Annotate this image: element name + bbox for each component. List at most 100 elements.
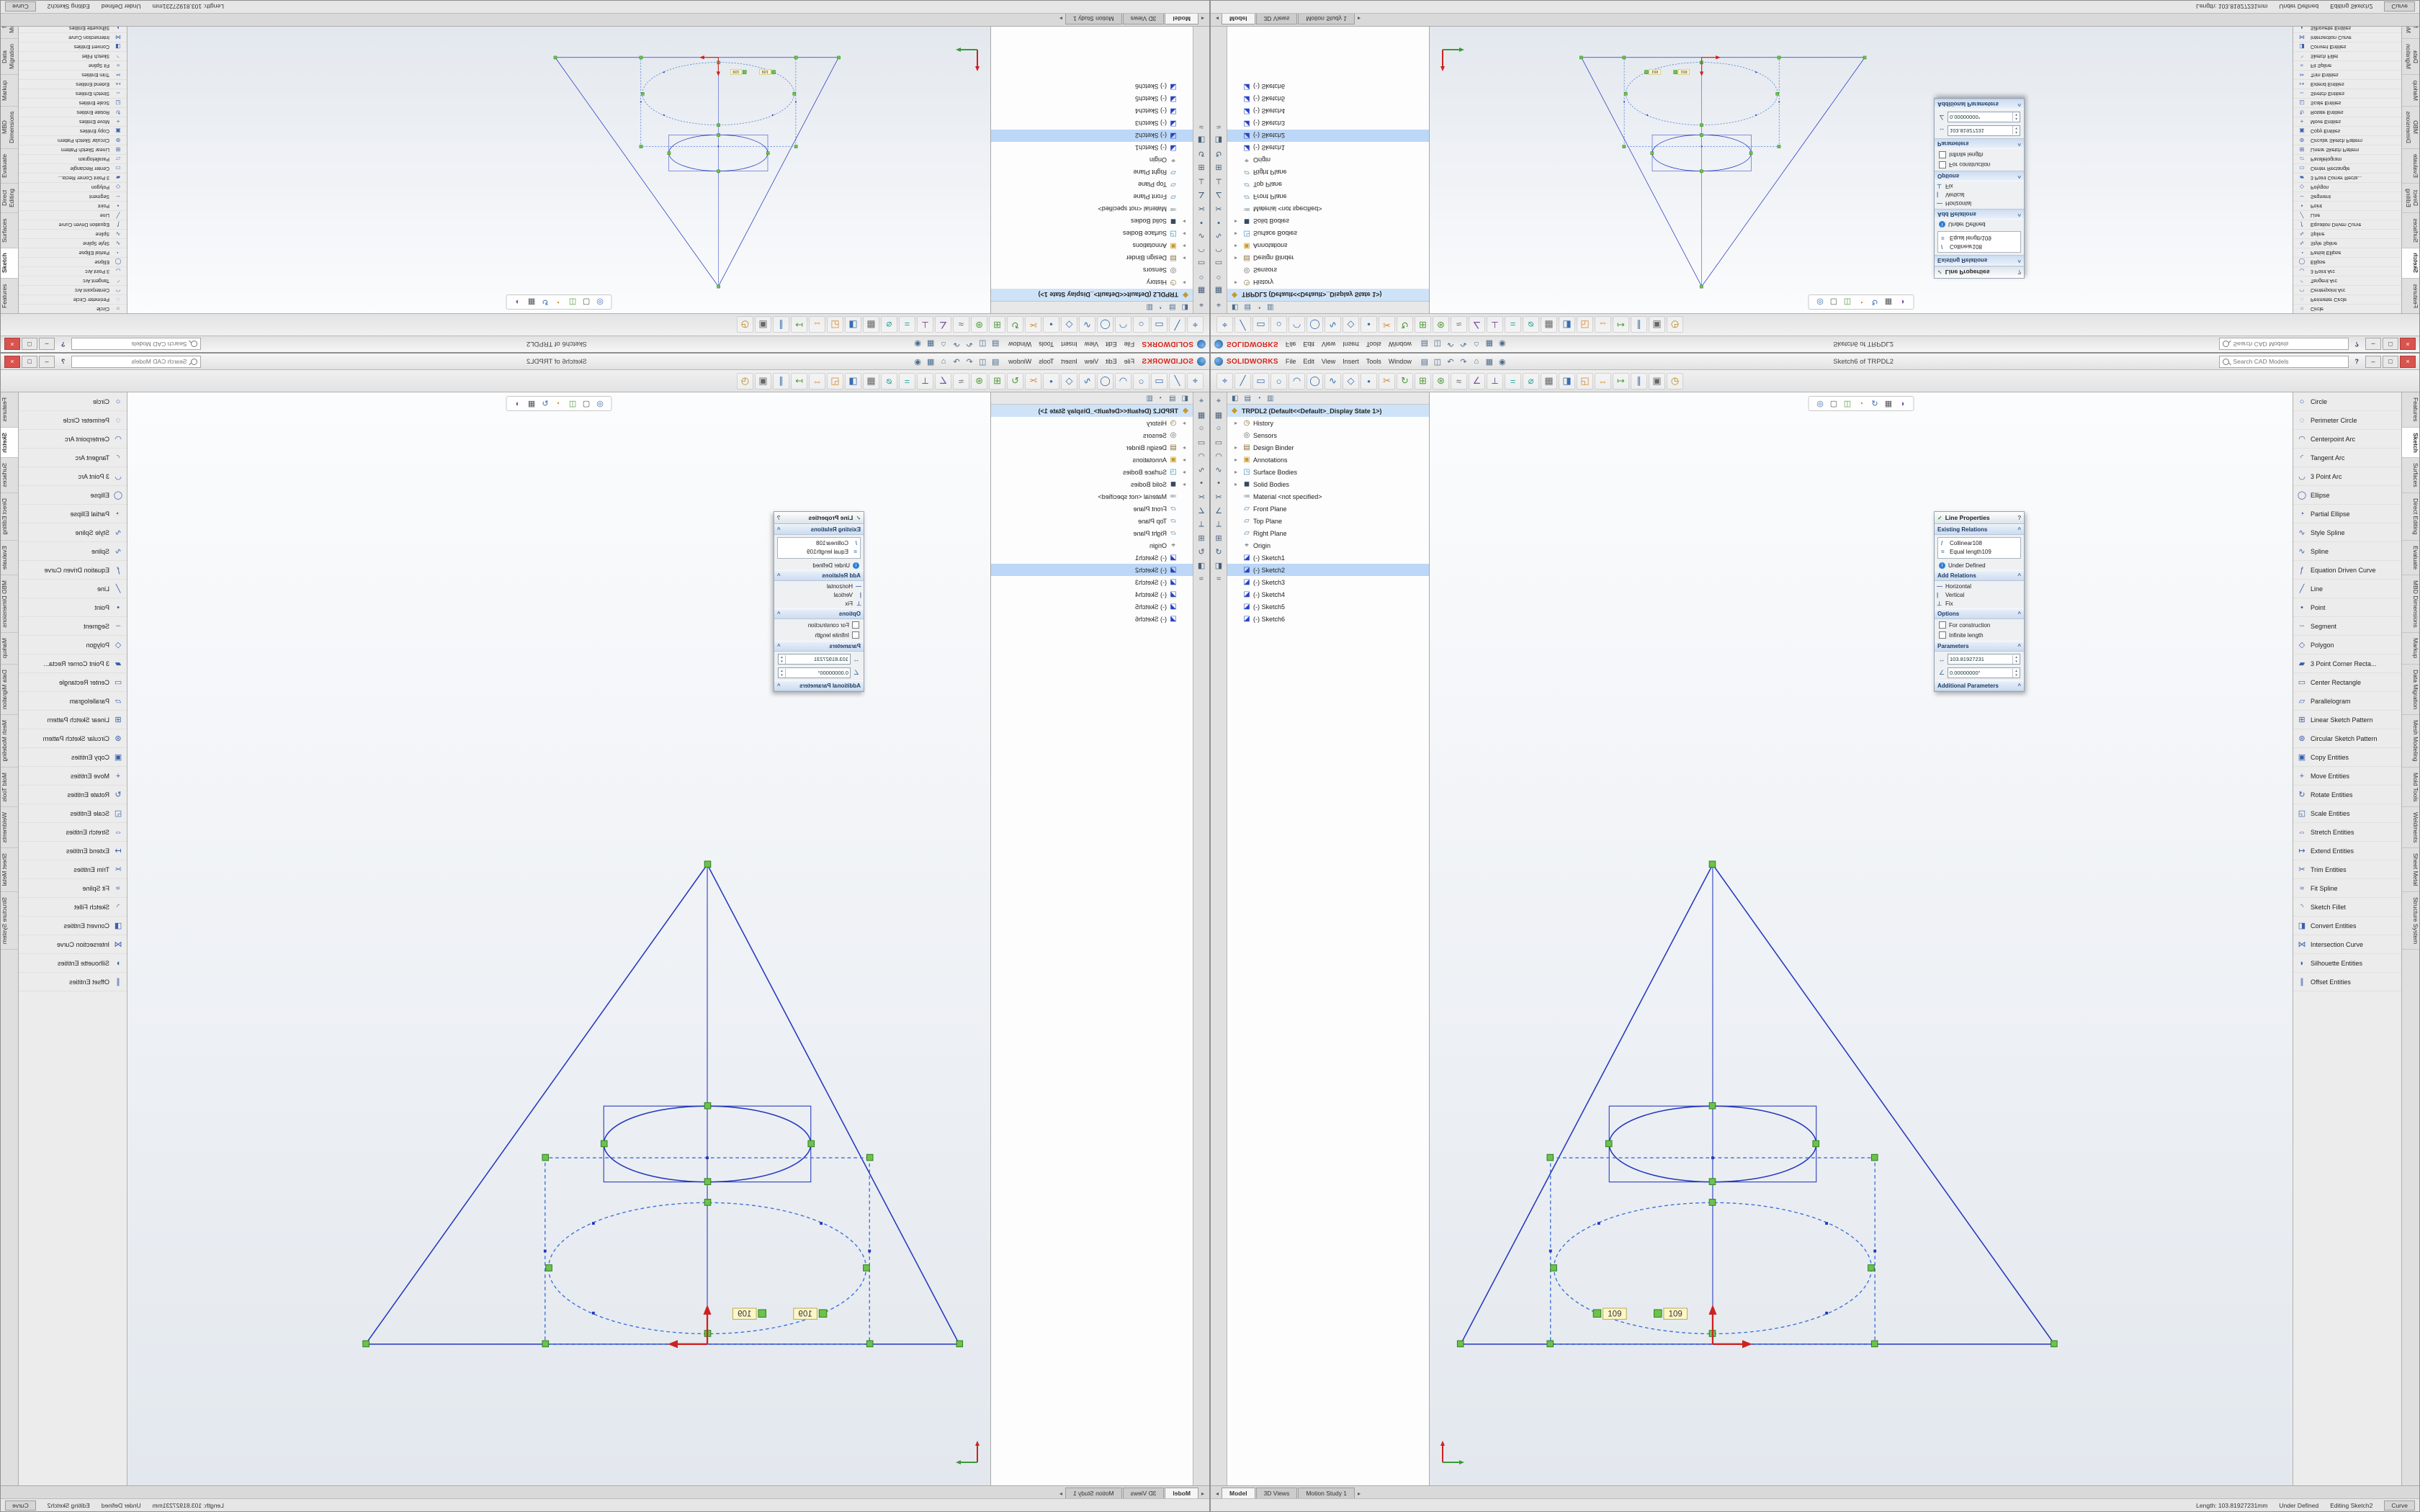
tree-item[interactable]: ◪ (-) Sketch6 <box>991 81 1193 93</box>
checkbox[interactable] <box>1939 151 1946 158</box>
toolbar-icon[interactable]: ⊞ <box>989 373 1005 390</box>
command-manager-tab[interactable]: MBD Dimensions <box>2402 106 2419 148</box>
spinner[interactable]: ▴ ▾ <box>2012 127 2020 135</box>
sketch-tool-button[interactable]: ▰ 3 Point Corner Recta... <box>2293 654 2401 673</box>
view-tool-icon[interactable]: ◑ <box>1897 398 1908 409</box>
sketch-tool-button[interactable]: ◠ Centerpoint Arc <box>2293 430 2401 449</box>
command-manager-tab[interactable]: Features <box>1 278 18 313</box>
command-manager-tab[interactable]: Sheet Metal <box>2402 848 2419 891</box>
command-manager-tab[interactable]: MBD Dimensions <box>1 106 18 148</box>
tree-item[interactable]: ◪ (-) Sketch2 <box>991 130 1193 142</box>
view-tool-icon[interactable]: ↻ <box>540 398 551 409</box>
panel-tab-icon[interactable]: ▥ <box>1267 304 1273 312</box>
sketch-tool-button[interactable]: ◯ Ellipse <box>19 486 127 505</box>
sketch-tool-button[interactable]: ⇔ Stretch Entities <box>2293 823 2401 842</box>
view-tool-icon[interactable]: ◎ <box>595 297 606 307</box>
minimize-button[interactable]: – <box>39 356 55 368</box>
command-manager-tab[interactable]: Sheet Metal <box>1 848 18 891</box>
view-tool-icon[interactable]: ◎ <box>595 398 606 409</box>
toolbar-icon[interactable]: ⟂ <box>917 317 933 333</box>
sketch-tool-button[interactable]: ∥ Offset Entities <box>2293 973 2401 991</box>
spinner-down-icon[interactable]: ▾ <box>779 673 785 678</box>
toolbar-icon[interactable]: ⇔ <box>809 317 825 333</box>
quick-access-icon[interactable]: ▦ <box>1484 356 1495 367</box>
option-row[interactable]: Infinite length <box>1935 150 2024 160</box>
toolbar-icon[interactable]: ↦ <box>791 373 807 390</box>
sketch-tool-button[interactable]: ◝ Sketch Fillet <box>19 898 127 917</box>
strip-tool-icon[interactable]: ◠ <box>1196 450 1207 462</box>
strip-tool-icon[interactable]: ✂ <box>1196 203 1207 215</box>
sketch-tool-button[interactable]: ↦ Extend Entities <box>19 842 127 860</box>
view-tool-icon[interactable]: ◑ <box>1897 297 1908 307</box>
strip-tool-icon[interactable]: ○ <box>1213 271 1224 283</box>
tree-item[interactable]: ≔ Material <not specified> <box>1227 203 1429 215</box>
relation-item[interactable]: / Collinear108 <box>779 539 859 547</box>
quick-access-icon[interactable]: ↷ <box>951 356 962 367</box>
strip-tool-icon[interactable]: ◨ <box>1196 135 1207 146</box>
sketch-tool-button[interactable]: ▭ Center Rectangle <box>19 163 127 173</box>
toolbar-icon[interactable]: ↻ <box>1007 317 1023 333</box>
document-tab[interactable]: Model <box>1222 1488 1255 1498</box>
chevron-up-icon[interactable]: ^ <box>2017 211 2021 217</box>
toolbar-icon[interactable]: ▭ <box>1252 317 1269 333</box>
section-additional-parameters[interactable]: Additional Parameters ^ <box>774 680 864 691</box>
tree-item[interactable]: ▸ ▣ Annotations <box>991 454 1193 466</box>
strip-tool-icon[interactable]: • <box>1213 217 1224 228</box>
command-manager-tab[interactable]: Weldments <box>1 807 18 848</box>
checkbox[interactable] <box>1939 621 1946 629</box>
toolbar-icon[interactable]: ↻ <box>1007 373 1023 390</box>
quick-access-icon[interactable]: ⌂ <box>1471 356 1482 367</box>
command-manager-tab[interactable]: Data Migration <box>1 665 18 715</box>
command-manager-tab[interactable]: Features <box>2402 278 2419 313</box>
toolbar-icon[interactable]: ◇ <box>1061 373 1077 390</box>
close-button[interactable]: × <box>4 356 20 368</box>
toolbar-icon[interactable]: ◠ <box>1115 317 1131 333</box>
quick-access-icon[interactable]: ▤ <box>1419 356 1430 367</box>
sketch-tool-button[interactable]: ✂ Trim Entities <box>19 860 127 879</box>
document-tab[interactable]: Motion Study 1 <box>1298 14 1355 24</box>
command-manager-tab[interactable]: Structure System <box>1 892 18 950</box>
add-relation-button[interactable]: — Horizontal <box>774 582 864 590</box>
toolbar-icon[interactable]: ▣ <box>1649 373 1665 390</box>
command-manager-tab[interactable]: Sketch <box>2402 248 2419 279</box>
toolbar-icon[interactable]: ◷ <box>737 373 753 390</box>
document-tab[interactable]: Model <box>1165 14 1198 24</box>
quick-access-icon[interactable]: ◉ <box>912 338 923 350</box>
tree-item[interactable]: ▱ Front Plane <box>991 191 1193 203</box>
view-tool-icon[interactable]: ◔ <box>554 398 565 409</box>
tree-item[interactable]: ≔ Material <not specified> <box>1227 490 1429 503</box>
toolbar-icon[interactable]: ⌀ <box>1523 373 1539 390</box>
command-manager-tab[interactable]: Direct Editing <box>1 493 18 541</box>
menu-item[interactable]: Insert <box>1057 339 1081 349</box>
sketch-tool-button[interactable]: ⋈ Intersection Curve <box>2293 32 2401 42</box>
toolbar-icon[interactable]: ↻ <box>1397 373 1413 390</box>
menu-item[interactable]: Tools <box>1363 339 1385 349</box>
menu-item[interactable]: Window <box>1005 356 1035 366</box>
command-manager-tab[interactable]: Surfaces <box>2402 458 2419 493</box>
help-button[interactable]: ? <box>58 341 68 348</box>
menu-item[interactable]: Window <box>1385 339 1415 349</box>
status-corner-tag[interactable]: Curve <box>5 1500 36 1511</box>
toolbar-icon[interactable]: ⇔ <box>1595 373 1611 390</box>
tree-item[interactable]: ◪ (-) Sketch3 <box>991 576 1193 588</box>
tree-item[interactable]: ▸ ◳ Surface Bodies <box>991 466 1193 478</box>
tree-expander-icon[interactable]: ▸ <box>1234 230 1240 237</box>
strip-tool-icon[interactable]: ⌖ <box>1213 299 1224 310</box>
command-manager-tab[interactable]: Evaluate <box>2402 148 2419 183</box>
tree-expander-icon[interactable]: ▸ <box>1180 255 1186 261</box>
sketch-tool-button[interactable]: + Move Entities <box>2293 767 2401 786</box>
view-tool-icon[interactable]: ◎ <box>1815 398 1826 409</box>
sketch-tool-button[interactable]: ╱ Line <box>2293 210 2401 220</box>
sketch-tool-button[interactable]: ◨ Convert Entities <box>2293 917 2401 935</box>
relation-callout[interactable]: 109 <box>1654 1308 1687 1319</box>
sketch-drawing[interactable]: 109 109 <box>352 775 974 1431</box>
panel-tab-icon[interactable]: ◧ <box>1232 395 1238 402</box>
checkbox[interactable] <box>852 631 859 639</box>
sketch-tool-button[interactable]: ◠ Centerpoint Arc <box>19 430 127 449</box>
sketch-tool-button[interactable]: ◱ Scale Entities <box>19 804 127 823</box>
toolbar-icon[interactable]: ⊛ <box>971 373 987 390</box>
view-tool-icon[interactable]: ▢ <box>581 398 592 409</box>
strip-tool-icon[interactable]: ≈ <box>1196 573 1207 585</box>
tree-expander-icon[interactable]: ▸ <box>1234 243 1240 249</box>
strip-tool-icon[interactable]: ○ <box>1196 423 1207 434</box>
